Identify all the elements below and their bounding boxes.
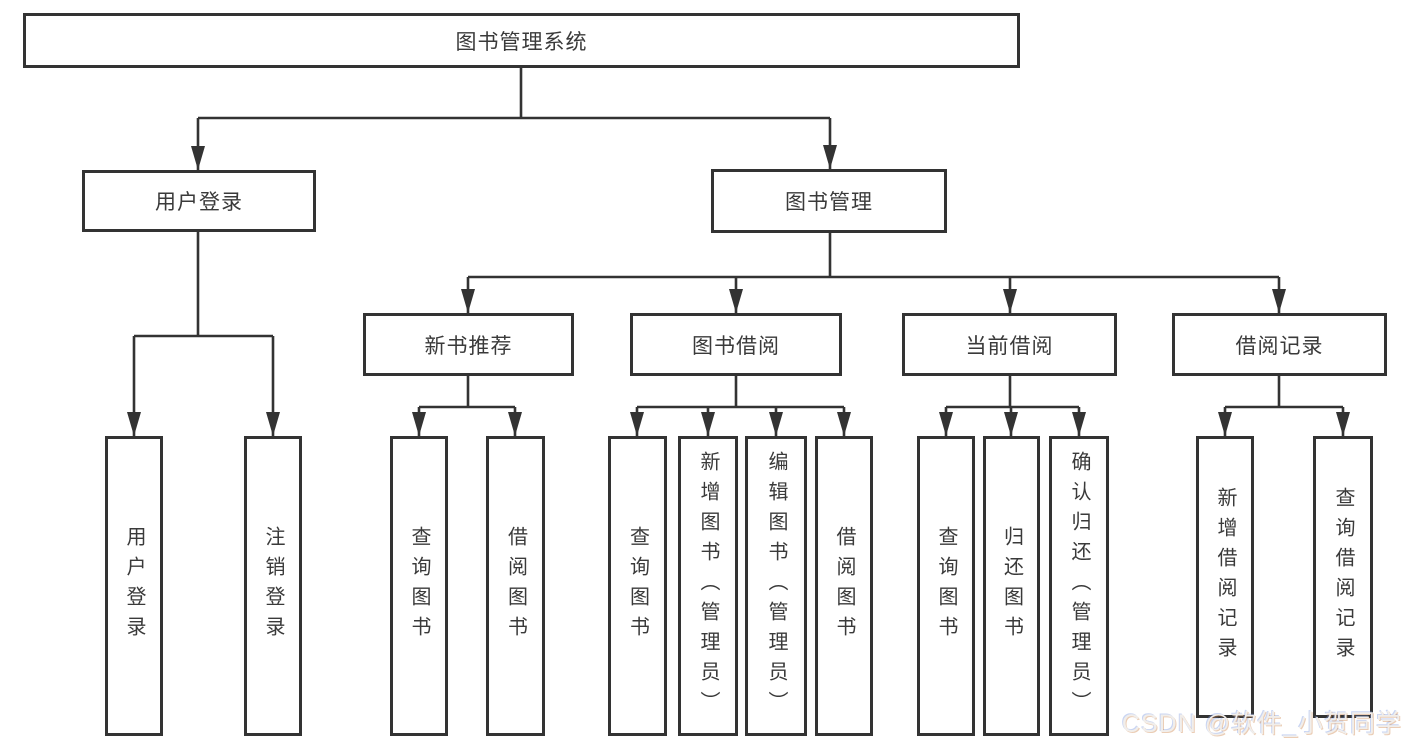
leaf-borrow-query-books: 查询图书 xyxy=(608,436,667,736)
connector-rails xyxy=(134,68,1343,409)
leaf-logout: 注销登录 xyxy=(244,436,302,736)
node-borrow-records: 借阅记录 xyxy=(1172,313,1387,376)
node-book-management-branch: 图书管理 xyxy=(711,169,947,233)
leaf-records-add-record: 新增借阅记录 xyxy=(1196,436,1254,718)
node-user-login-branch: 用户登录 xyxy=(82,170,316,232)
leaf-borrow-add-books-admin: 新增图书（管理员） xyxy=(678,436,738,736)
node-new-book-recommend: 新书推荐 xyxy=(363,313,574,376)
leaf-newbooks-borrow-books: 借阅图书 xyxy=(486,436,545,736)
leaf-current-confirm-return-admin: 确认归还（管理员） xyxy=(1049,436,1109,736)
connector-arrows xyxy=(127,118,1350,436)
node-system-root: 图书管理系统 xyxy=(23,13,1020,68)
leaf-records-query-record: 查询借阅记录 xyxy=(1313,436,1373,718)
csdn-watermark: CSDN @软件_小贺同学 xyxy=(1121,710,1402,738)
leaf-current-query-books: 查询图书 xyxy=(917,436,975,736)
node-current-borrow: 当前借阅 xyxy=(902,313,1117,376)
leaf-borrow-borrow-books: 借阅图书 xyxy=(815,436,873,736)
leaf-borrow-edit-books-admin: 编辑图书（管理员） xyxy=(745,436,807,736)
node-book-borrow: 图书借阅 xyxy=(630,313,842,376)
leaf-newbooks-query-books: 查询图书 xyxy=(390,436,448,736)
leaf-current-return-books: 归还图书 xyxy=(983,436,1040,736)
leaf-user-login: 用户登录 xyxy=(105,436,163,736)
